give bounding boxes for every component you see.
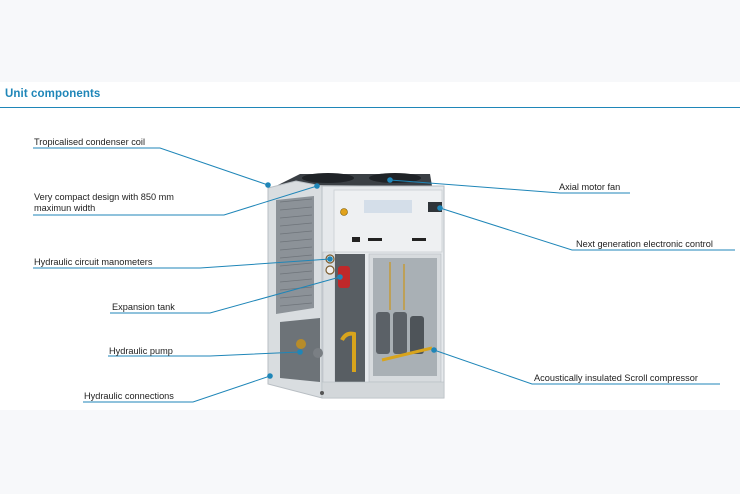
leader-condenser-coil [33, 147, 269, 186]
callout-compact-design: Very compact design with 850 mm maximun … [34, 192, 174, 213]
compressor-1 [376, 312, 390, 354]
leader-manometers [33, 258, 331, 269]
leader-electronic-control [439, 207, 735, 251]
unit-diagram [33, 147, 735, 403]
callout-electronic-control: Next generation electronic control [576, 239, 713, 249]
callout-condenser-coil: Tropicalised condenser coil [34, 137, 145, 147]
callout-axial-fan: Axial motor fan [559, 182, 621, 192]
callout-scroll-compressor: Acoustically insulated Scroll compressor [534, 373, 698, 383]
leader-dots [265, 177, 443, 379]
expansion-tank-shape [338, 266, 350, 288]
callout-hydraulic-pump: Hydraulic pump [109, 346, 173, 356]
control-display [428, 202, 442, 212]
compressor-2 [393, 312, 407, 354]
leader-hydraulic-pump [108, 351, 301, 357]
leader-hydraulic-connections [83, 375, 271, 403]
callout-expansion-tank: Expansion tank [112, 302, 175, 312]
leader-lines [33, 147, 735, 403]
callout-manometers: Hydraulic circuit manometers [34, 257, 153, 267]
components-card: Unit components [0, 82, 740, 410]
top-fans [278, 173, 432, 186]
section-title: Unit components [5, 88, 101, 100]
leader-compact-design [33, 185, 318, 216]
leader-scroll-compressor [433, 349, 720, 385]
callout-hydraulic-connections: Hydraulic connections [84, 391, 174, 401]
title-divider [0, 107, 740, 108]
chiller-unit-illustration [267, 173, 445, 399]
leader-axial-fan [389, 179, 630, 194]
manometer-2 [325, 265, 335, 275]
leader-expansion-tank [110, 276, 341, 314]
